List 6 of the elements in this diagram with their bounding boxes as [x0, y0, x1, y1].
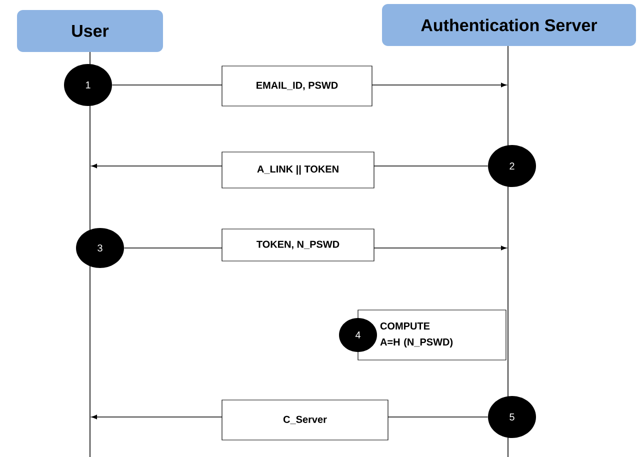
participant-box: Authentication Server — [382, 4, 636, 46]
message-box: A_LINK || TOKEN — [222, 152, 374, 188]
participant-box: User — [17, 10, 163, 52]
message-box: EMAIL_ID, PSWD — [222, 66, 372, 106]
message-box: C_Server — [222, 400, 388, 440]
message-box: TOKEN, N_PSWD — [222, 228, 374, 262]
